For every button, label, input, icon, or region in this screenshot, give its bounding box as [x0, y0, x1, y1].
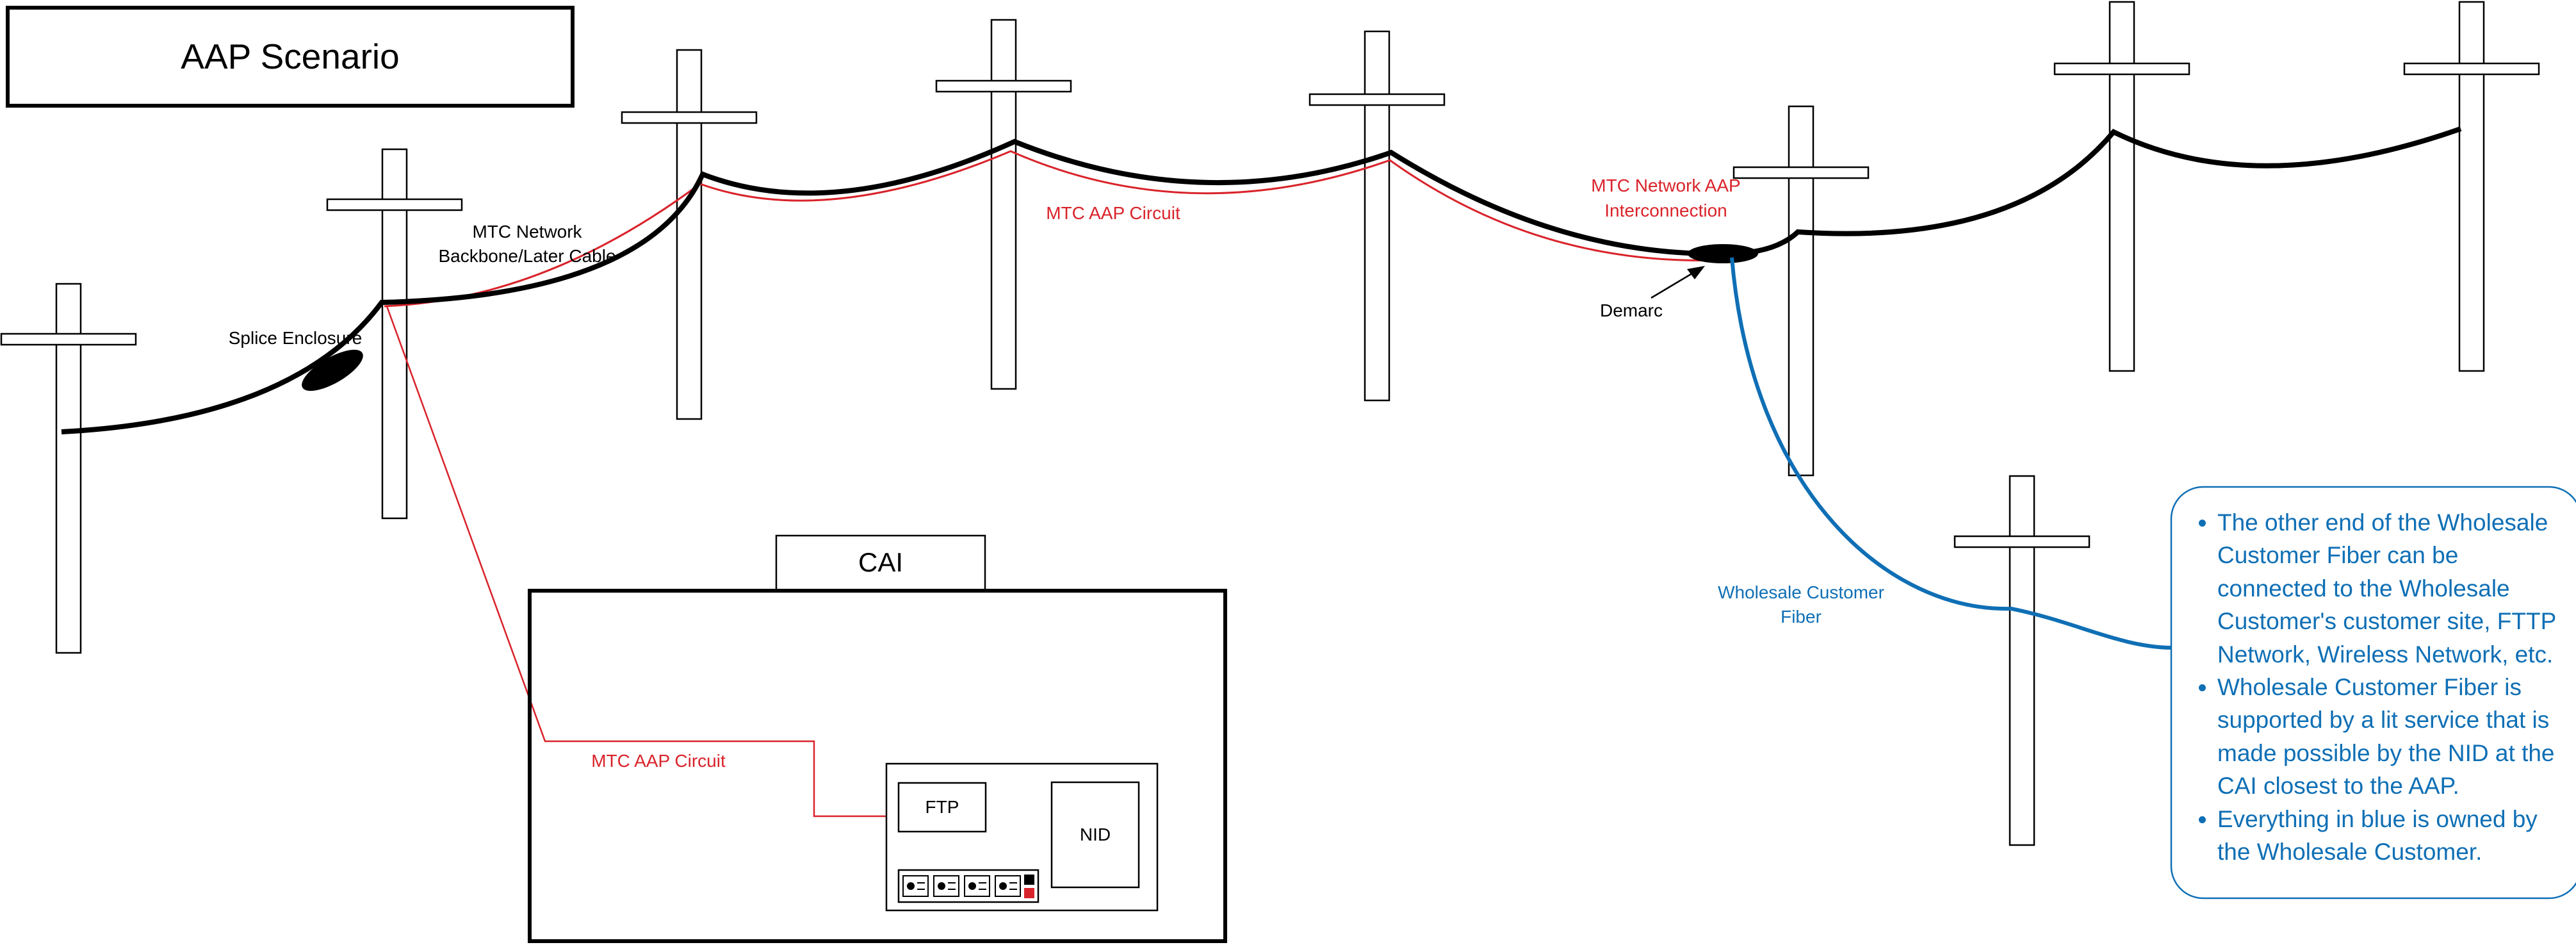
notes-box: [2170, 486, 2576, 900]
backbone-cable: [61, 126, 2462, 434]
patch-port-4: [995, 875, 1021, 897]
cai-aap-circuit-label: MTC AAP Circuit: [591, 751, 726, 771]
splice-enclosure: [302, 349, 363, 391]
mtc-aap-circuit-drop: [386, 306, 897, 818]
ftp-label: FTP: [925, 797, 959, 817]
patch-port-2: [933, 875, 959, 897]
pole-4: [935, 19, 1072, 390]
note-item-2: Wholesale Customer Fiber is supported by…: [2217, 671, 2576, 803]
splice-enclosure-label: Splice Enclosure: [229, 328, 363, 348]
mtc-aap-circuit-aerial: [384, 150, 1720, 308]
pole-5: [1308, 30, 1446, 402]
demarc-arrow-head: [1687, 266, 1705, 279]
wholesale-fiber-label-line2: Fiber: [1781, 607, 1822, 627]
wholesale-customer-fiber: [1730, 257, 2172, 650]
backbone-label-line1: MTC Network: [472, 222, 582, 242]
pole-7: [2053, 1, 2190, 372]
cai-header-box: [775, 534, 986, 591]
note-item-3: Everything in blue is owned by the Whole…: [2217, 803, 2576, 869]
pole-6: [1732, 105, 1870, 477]
aap-circuit-span-label: MTC AAP Circuit: [1046, 203, 1180, 223]
patch-panel: [897, 869, 1039, 903]
pole-8: [2403, 1, 2540, 372]
cai-label: CAI: [858, 547, 903, 577]
demarc-arrow: [1651, 271, 1695, 299]
pole-3: [621, 49, 758, 420]
backbone-label-line2: Backbone/Later Cable: [438, 246, 615, 266]
interconnection-label-line1: MTC Network AAP: [1591, 176, 1740, 195]
demarc-label: Demarc: [1600, 300, 1663, 320]
status-led-black: [1024, 875, 1034, 885]
nid-box: [1050, 781, 1140, 889]
wholesale-fiber-label-line1: Wholesale Customer: [1718, 582, 1884, 602]
notes-content: The other end of the Wholesale Customer …: [2172, 506, 2576, 891]
cai-building: [528, 589, 1227, 943]
interconnection-label-line2: Interconnection: [1604, 201, 1727, 220]
pole-9: [1953, 475, 2091, 846]
note-item-1: The other end of the Wholesale Customer …: [2217, 506, 2576, 671]
diagram-title: AAP Scenario: [181, 37, 399, 76]
demarc-point: [1688, 244, 1758, 263]
ftp-box: [897, 782, 987, 833]
status-led-red: [1024, 888, 1034, 898]
title-box: [6, 6, 575, 108]
pole-1: [0, 283, 137, 654]
pole-2: [326, 148, 463, 520]
notes-list: The other end of the Wholesale Customer …: [2172, 506, 2576, 868]
nid-label: NID: [1080, 825, 1111, 844]
patch-port-3: [964, 875, 990, 897]
patch-port-1: [902, 875, 929, 897]
